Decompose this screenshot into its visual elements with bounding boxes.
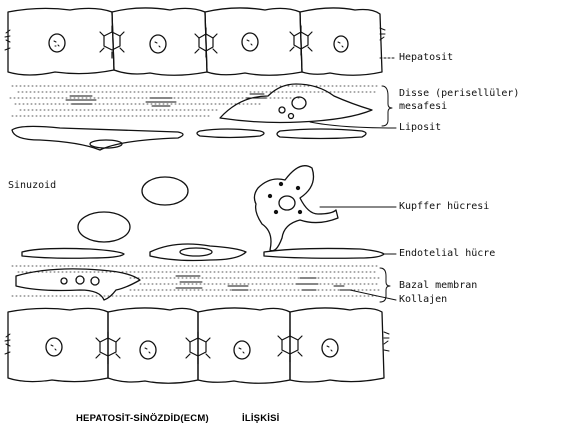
- hepatocyte-cell: [8, 308, 108, 381]
- hepatocyte-nucleus: [322, 339, 338, 357]
- hepatocyte-nucleus: [46, 338, 62, 356]
- caption-left: HEPATOSİT-SİNÖZDİD(ECM): [76, 413, 209, 424]
- hepatocyte-cell: [300, 8, 382, 75]
- caption-right: İLİŞKİSİ: [242, 413, 280, 424]
- label-kollajen: Kollajen: [399, 294, 447, 306]
- brace-disse: [382, 86, 392, 126]
- hepatocyte-cell: [198, 308, 290, 383]
- space-of-disse-top: [10, 84, 380, 123]
- hepatocyte-nucleus: [234, 341, 250, 359]
- label-liposit: Liposit: [399, 122, 441, 134]
- label-endotelial: Endotelial hücre: [399, 248, 495, 260]
- label-hepatosit: Hepatosit: [399, 52, 453, 64]
- ito-cell-liposit: [220, 84, 372, 123]
- hepatocyte-cell: [8, 8, 114, 75]
- hepatocyte-nucleus: [150, 35, 166, 53]
- hepatocyte-cell: [205, 8, 302, 75]
- red-blood-cell: [78, 212, 130, 242]
- leader-lines: [310, 58, 396, 302]
- hepatocyte-nucleus: [334, 36, 348, 52]
- space-of-disse-bottom: [12, 266, 380, 300]
- hepatocyte-row-bottom: [5, 308, 389, 383]
- hepatocyte-row-top: [5, 8, 385, 75]
- label-bazal: Bazal membran: [399, 280, 477, 292]
- hepatocyte-cell: [108, 308, 198, 383]
- endothelial-cell: [150, 244, 246, 261]
- label-kupffer: Kupffer hücresi: [399, 201, 489, 213]
- leader-kollajen: [350, 290, 396, 300]
- sinusoid-lumen: [78, 166, 338, 251]
- endothelial-lining-top: [12, 126, 366, 150]
- kupffer-cell: [254, 166, 338, 251]
- label-disse-line2: mesafesi: [399, 101, 447, 113]
- hepatocyte-nucleus: [242, 33, 258, 51]
- red-blood-cell: [142, 177, 188, 205]
- label-sinuzoid: Sinuzoid: [8, 180, 56, 192]
- bile-canaliculus: [100, 26, 124, 58]
- microvilli: [5, 28, 385, 50]
- hepatocyte-nucleus: [140, 341, 156, 359]
- lipocyte-bottom: [16, 269, 140, 300]
- endothelial-lining-bottom: [22, 244, 384, 261]
- hepatocyte-cell: [112, 8, 207, 75]
- endothelial-nucleus: [180, 248, 212, 256]
- hepatocyte-nucleus: [49, 34, 65, 52]
- leader-liposit: [310, 122, 396, 128]
- label-disse: Disse (perisellüler): [399, 88, 519, 100]
